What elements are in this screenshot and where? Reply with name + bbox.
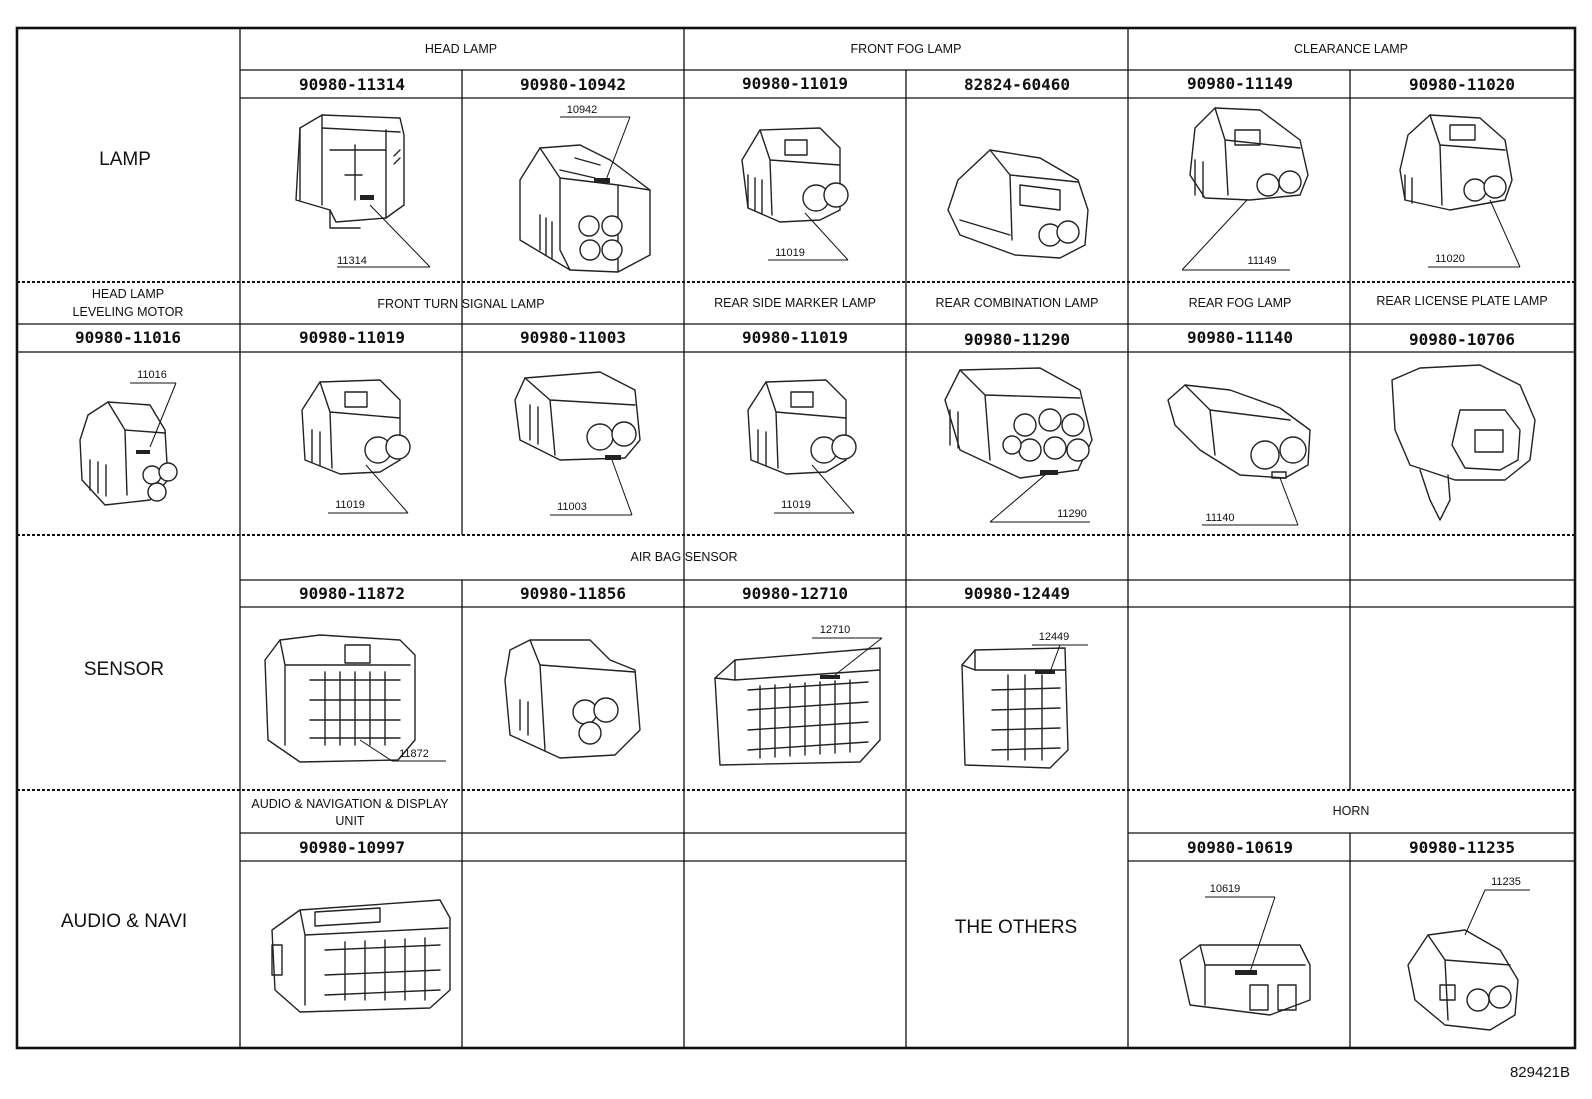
connector-82824-60460-drawing: [947, 149, 1089, 259]
callout-label: 11003: [557, 501, 587, 513]
section-rear-side-marker-lamp: REAR SIDE MARKER LAMP: [714, 296, 876, 310]
callout-11314: 11314: [337, 204, 431, 268]
part-number: 90980-12710: [742, 584, 848, 603]
drawing-id: 829421B: [1510, 1064, 1570, 1081]
section-rear-fog-lamp: REAR FOG LAMP: [1189, 296, 1292, 310]
part-number: 90980-11140: [1187, 328, 1293, 347]
part-number: 90980-11003: [520, 328, 626, 347]
connector-10997-drawing: [271, 899, 451, 1013]
section-audio-nav-line1: AUDIO & NAVIGATION & DISPLAY: [251, 797, 449, 811]
part-number: 90980-11314: [299, 75, 405, 94]
category-sensor: SENSOR: [84, 659, 164, 680]
category-lamp: LAMP: [99, 149, 151, 170]
connector-11314-drawing: [295, 114, 405, 229]
part-number: 90980-10706: [1409, 330, 1515, 349]
callout-11019-c: 11019: [774, 464, 855, 514]
section-head-lamp-leveling-motor-line2: LEVELING MOTOR: [73, 305, 184, 319]
callout-label: 11872: [399, 748, 429, 760]
connector-11020-drawing: [1399, 114, 1513, 211]
connector-11856-drawing: [504, 639, 641, 759]
connector-10706-drawing: [1391, 364, 1536, 521]
callout-11140: 11140: [1202, 477, 1299, 526]
category-audio-navi: AUDIO & NAVI: [61, 911, 187, 932]
part-number: 90980-11020: [1409, 75, 1515, 94]
connector-11016-drawing: [79, 401, 178, 506]
callout-11149: 11149: [1181, 199, 1290, 271]
section-horn: HORN: [1333, 804, 1370, 818]
part-number: 90980-11016: [75, 328, 181, 347]
callout-label: 11235: [1491, 876, 1521, 888]
callout-label: 11149: [1248, 255, 1277, 267]
connector-11140-drawing: [1167, 384, 1311, 479]
part-number: 90980-10619: [1187, 838, 1293, 857]
part-numbers-row4: 90980-10997 90980-10619 90980-11235: [299, 838, 1515, 857]
callout-12449: 12449: [1032, 631, 1088, 673]
connector-11019-a-drawing: [741, 127, 849, 223]
section-head-lamp: HEAD LAMP: [425, 42, 497, 56]
callout-label: 11290: [1057, 508, 1087, 520]
part-number: 90980-11019: [742, 74, 848, 93]
connector-11003-drawing: [514, 371, 641, 461]
connector-11290-drawing: [944, 367, 1093, 479]
connector-10942-drawing: [519, 144, 651, 273]
connector-10619-drawing: [1179, 944, 1311, 1016]
section-front-fog-lamp: FRONT FOG LAMP: [851, 42, 962, 56]
callout-label: 12449: [1039, 631, 1070, 643]
connector-11872-drawing: [264, 634, 416, 763]
part-number: 90980-12449: [964, 584, 1070, 603]
callout-11235: 11235: [1464, 876, 1530, 936]
callout-11020: 11020: [1428, 199, 1521, 268]
callout-label: 11016: [137, 369, 167, 381]
part-number: 90980-11290: [964, 330, 1070, 349]
section-clearance-lamp: CLEARANCE LAMP: [1294, 42, 1408, 56]
callout-12710: 12710: [812, 624, 883, 676]
callout-label: 11314: [337, 255, 367, 267]
section-air-bag-sensor: AIR BAG SENSOR: [631, 550, 738, 564]
part-numbers-row3: 90980-11872 90980-11856 90980-12710 9098…: [299, 584, 1070, 603]
part-number: 90980-10942: [520, 75, 626, 94]
connector-12710-drawing: [714, 647, 881, 766]
category-the-others: THE OTHERS: [955, 917, 1077, 938]
section-audio-nav-line2: UNIT: [335, 814, 365, 828]
callout-label: 11140: [1206, 512, 1235, 524]
callout-label: 11020: [1435, 253, 1465, 265]
callout-label: 10942: [567, 104, 598, 116]
connector-11235-drawing: [1407, 929, 1519, 1031]
callout-label: 11019: [775, 247, 805, 259]
callout-11003: 11003: [550, 459, 633, 516]
part-numbers-row1: 90980-11314 90980-10942 90980-11019 8282…: [299, 74, 1515, 94]
section-rear-combination-lamp: REAR COMBINATION LAMP: [936, 296, 1099, 310]
connector-11019-b-drawing: [301, 379, 411, 475]
part-number: 90980-11235: [1409, 838, 1515, 857]
callout-11872: 11872: [359, 739, 446, 762]
part-number: 90980-11872: [299, 584, 405, 603]
part-number: 90980-10997: [299, 838, 405, 857]
callout-10619: 10619: [1205, 883, 1276, 973]
connector-11019-c-drawing: [747, 379, 857, 475]
callout-10942: 10942: [560, 104, 631, 181]
part-number: 90980-11149: [1187, 74, 1293, 93]
callout-11290: 11290: [989, 474, 1090, 523]
section-head-lamp-leveling-motor-line1: HEAD LAMP: [92, 287, 164, 301]
part-number: 90980-11019: [299, 328, 405, 347]
section-front-turn-signal-lamp: FRONT TURN SIGNAL LAMP: [377, 297, 544, 311]
part-number: 90980-11856: [520, 584, 626, 603]
callout-11019-a: 11019: [768, 212, 849, 261]
callout-label: 11019: [335, 499, 365, 511]
callout-label: 11019: [781, 499, 811, 511]
callout-label: 12710: [820, 624, 851, 636]
connector-11149-drawing: [1189, 107, 1309, 201]
callout-11016: 11016: [130, 369, 177, 448]
table-grid: [15, 26, 1577, 1050]
part-number: 82824-60460: [964, 75, 1070, 94]
callout-11019-b: 11019: [328, 464, 409, 514]
section-rear-license-plate-lamp: REAR LICENSE PLATE LAMP: [1376, 294, 1547, 308]
connector-12449-drawing: [961, 647, 1069, 769]
callout-label: 10619: [1210, 883, 1241, 895]
part-number: 90980-11019: [742, 328, 848, 347]
part-numbers-row2: 90980-11016 90980-11019 90980-11003 9098…: [75, 328, 1515, 349]
